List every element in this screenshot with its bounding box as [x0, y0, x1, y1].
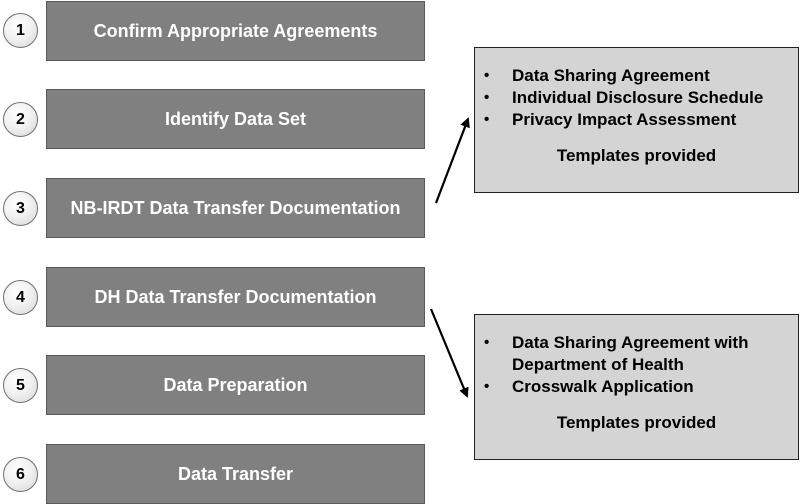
step-number-3: 3: [3, 191, 38, 226]
dh-templates-panel: Data Sharing Agreement with Department o…: [474, 314, 799, 460]
list-item: Individual Disclosure Schedule: [475, 87, 798, 109]
step-box-dh-documentation: DH Data Transfer Documentation: [46, 267, 425, 327]
templates-provided-note: Templates provided: [556, 146, 717, 165]
step-box-data-preparation: Data Preparation: [46, 355, 425, 415]
step-number-6: 6: [3, 457, 38, 492]
step-box-identify-data-set: Identify Data Set: [46, 89, 425, 149]
list-item: Privacy Impact Assessment: [475, 109, 798, 131]
step-box-confirm-agreements: Confirm Appropriate Agreements: [46, 1, 425, 61]
step-number-1: 1: [3, 13, 38, 48]
list-item: Crosswalk Application: [475, 376, 798, 398]
templates-provided-note: Templates provided: [556, 413, 717, 432]
arrow-to-dh-panel: [429, 308, 469, 398]
list-item: Data Sharing Agreement: [475, 65, 798, 87]
step-number-4: 4: [3, 280, 38, 315]
list-item: Data Sharing Agreement with Department o…: [475, 332, 798, 376]
nb-irdt-templates-panel: Data Sharing Agreement Individual Disclo…: [474, 47, 799, 193]
dh-document-list: Data Sharing Agreement with Department o…: [475, 332, 798, 398]
step-number-5: 5: [3, 368, 38, 403]
arrow-to-nb-irdt-panel: [434, 117, 470, 204]
step-box-nb-irdt-documentation: NB-IRDT Data Transfer Documentation: [46, 178, 425, 238]
step-box-data-transfer: Data Transfer: [46, 444, 425, 504]
nb-irdt-document-list: Data Sharing Agreement Individual Disclo…: [475, 65, 798, 131]
step-number-2: 2: [3, 102, 38, 137]
